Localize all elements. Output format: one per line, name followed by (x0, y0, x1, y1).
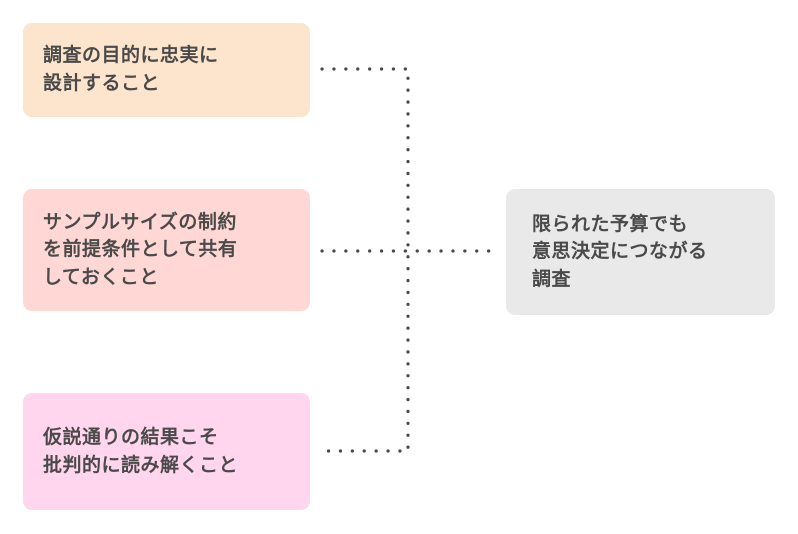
outcome-label-decision-linked-research: 限られた予算でも 意思決定につながる 調査 (532, 213, 708, 290)
factor-label-critical-reading: 仮説通りの結果こそ 批判的に読み解くこと (43, 426, 239, 476)
factor-box-critical-reading: 仮説通りの結果こそ 批判的に読み解くこと (23, 393, 310, 510)
connector-bracket-path (320, 67, 410, 453)
factor-label-sample-size-constraints: サンプルサイズの制約 を前提条件として共有 しておくこと (43, 211, 238, 288)
factor-label-faithful-design: 調査の目的に忠実に 設計すること (43, 45, 219, 94)
factor-box-sample-size-constraints: サンプルサイズの制約 を前提条件として共有 しておくこと (23, 189, 310, 311)
factor-box-faithful-design: 調査の目的に忠実に 設計すること (23, 23, 310, 117)
outcome-box-decision-linked-research: 限られた予算でも 意思決定につながる 調査 (506, 189, 775, 315)
